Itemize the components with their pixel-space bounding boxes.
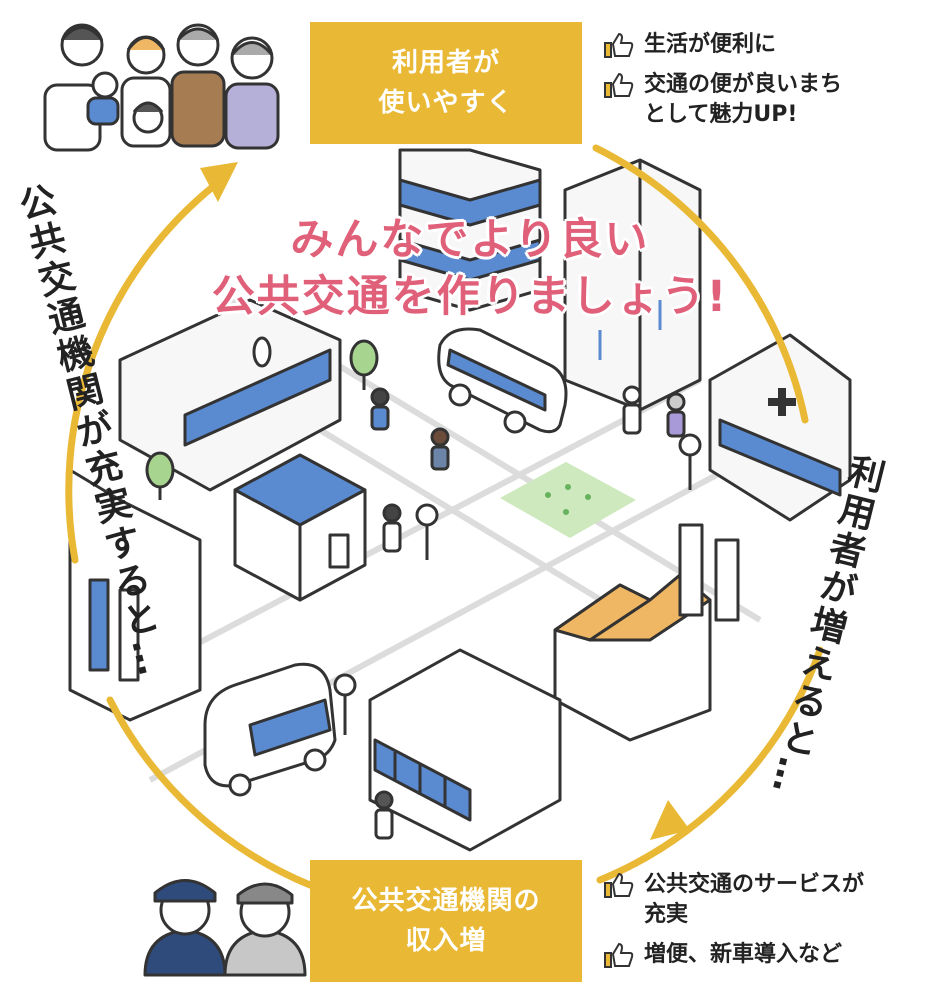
factory <box>553 523 740 742</box>
thumbs-up-icon <box>604 942 634 968</box>
tower-right <box>563 158 702 412</box>
building-left <box>118 298 342 492</box>
thumbs-up-icon <box>604 872 634 898</box>
family-illustration <box>43 23 280 152</box>
tower-center <box>398 148 542 312</box>
cycle-arrow-icon <box>65 144 824 889</box>
building-bottom-left <box>68 468 202 722</box>
headline-line1: みんなでより良い <box>290 215 650 265</box>
thumbs-up-icon <box>604 32 634 58</box>
benefits-bottom-list: 公共交通のサービスが 充実 増便、新車導入など <box>604 870 934 980</box>
arrow-head-bottomright <box>650 800 690 840</box>
pedestrians <box>370 385 686 840</box>
benefits-top-list: 生活が便利に 交通の便が良いまち として魅力UP! <box>604 30 934 140</box>
bus-top <box>437 327 568 434</box>
thumbs-up-icon <box>604 72 634 98</box>
building-small <box>233 453 367 602</box>
bus-stops <box>333 433 702 735</box>
top-label-line2: 使いやすく <box>378 88 514 118</box>
trees <box>145 339 379 500</box>
bottom-label-line1: 公共交通機関の <box>351 886 541 916</box>
benefit-item: 増便、新車導入など <box>604 940 934 970</box>
bottom-label-box: 公共交通機関の 収入増 <box>310 860 582 982</box>
bottom-label-line2: 収入増 <box>405 926 487 956</box>
top-label-box: 利用者が 使いやすく <box>310 22 582 144</box>
store <box>368 648 562 852</box>
benefit-item: 生活が便利に <box>604 30 934 60</box>
hospital <box>708 333 852 522</box>
headline-line2: 公共交通を作りましょう! <box>211 272 729 322</box>
park <box>500 462 636 538</box>
staff-illustration <box>143 879 307 977</box>
benefit-item: 公共交通のサービスが 充実 <box>604 870 934 930</box>
benefit-item: 交通の便が良いまち として魅力UP! <box>604 70 934 130</box>
arrow-head-topleft <box>200 162 238 202</box>
bus-bottom <box>203 662 337 797</box>
top-label-line1: 利用者が <box>391 48 500 78</box>
